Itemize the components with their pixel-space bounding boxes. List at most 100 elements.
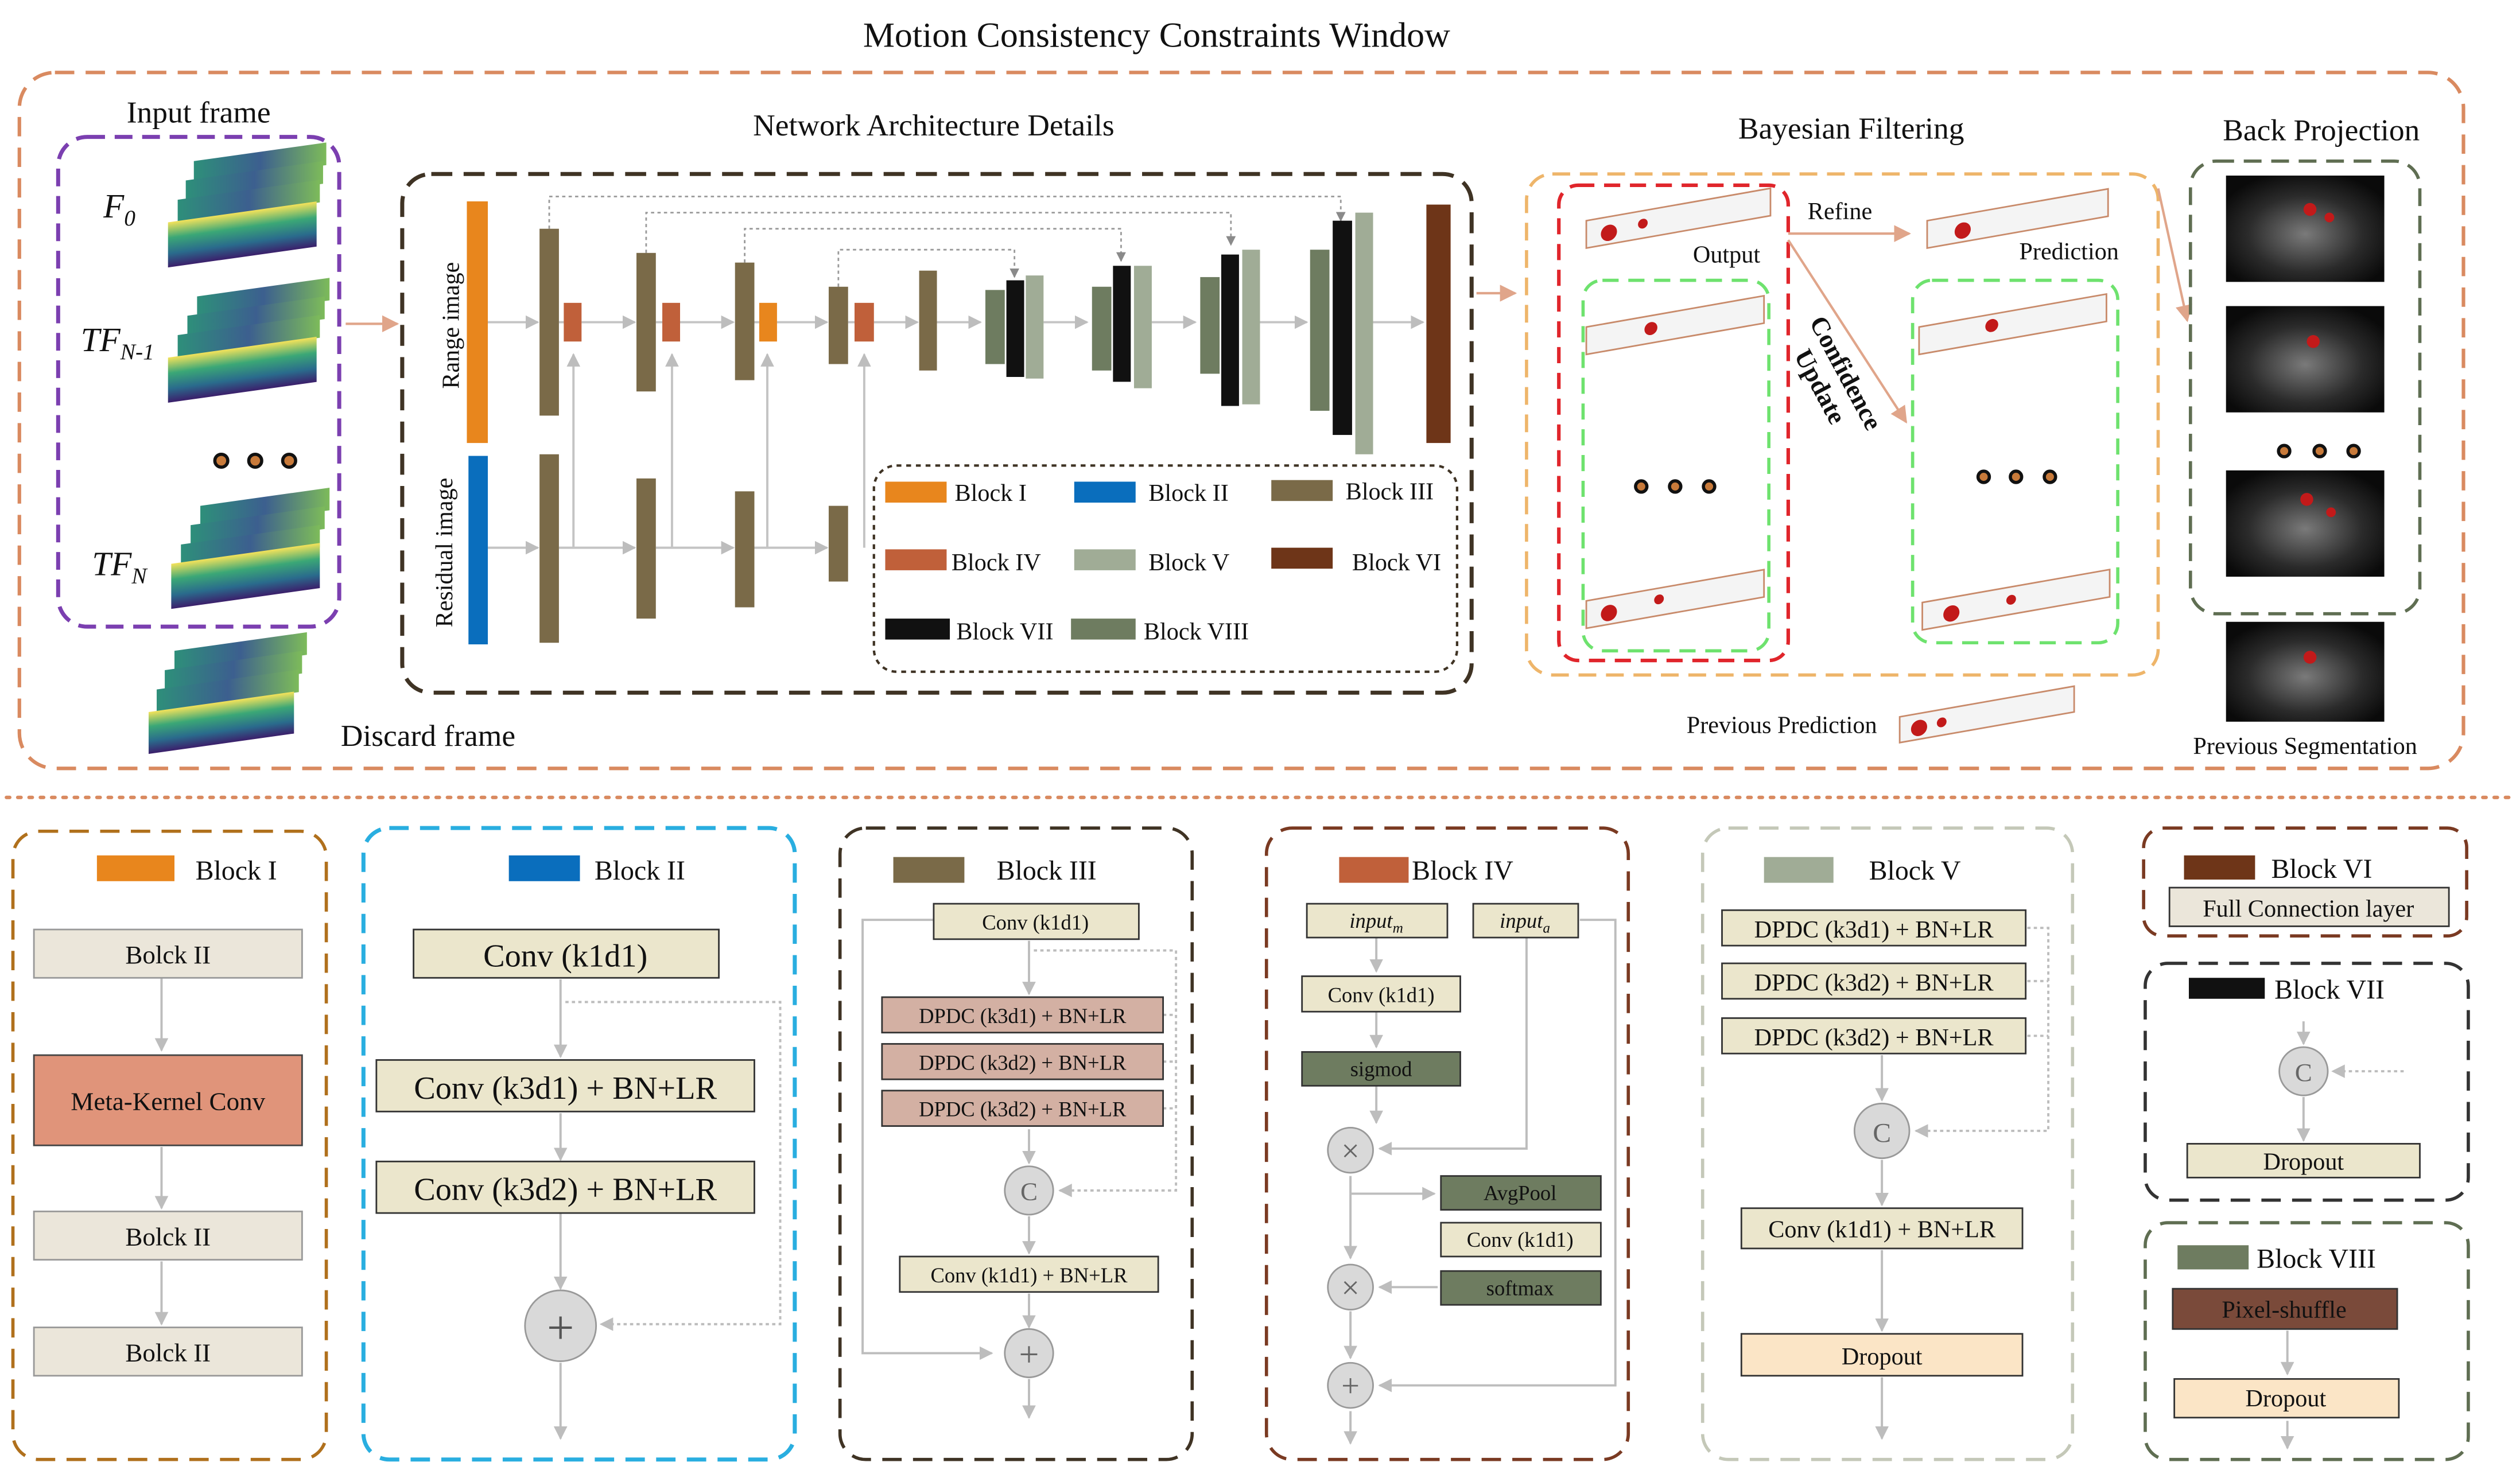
svg-text:Block VI: Block VI [1352,549,1441,576]
block-iv-avgpool: AvgPool [1440,1175,1602,1211]
frame-stack-tfn [171,488,330,609]
block-vii-concat-node: C [2278,1046,2329,1096]
block-v-concat-node: C [1853,1102,1911,1160]
range-image-label: Range image [437,262,464,389]
decoder-block-v-1 [1026,275,1044,379]
block-v-title: Block V [1869,855,1961,886]
projection-ellipsis [2277,444,2361,458]
legend-item-block-i: Block I [885,480,1027,507]
block-iii-add-node: + [1004,1328,1054,1378]
decoder-block-v-4 [1355,212,1373,454]
svg-text:sigmod: sigmod [1350,1057,1412,1081]
block-i-box-1: Bolck II [33,928,303,979]
block-ii-panel: Block II Conv (k1d1) Conv (k3d1) + BN+LR… [361,826,797,1462]
frame-label-tfn: TFN [92,545,148,588]
frame-stack-f0 [168,142,327,268]
block-viii-panel: Block VIII Pixel-shuffle Dropout [2144,1221,2470,1461]
block-iv-input-m: inputm [1306,903,1449,939]
confidence-update-label: Confidence Update [1789,311,1888,434]
input-frame-heading: Input frame [127,95,271,129]
svg-text:Conv (k1d1): Conv (k1d1) [1467,1228,1574,1251]
previous-prediction-label: Previous Prediction [1687,712,1877,739]
svg-text:inputa: inputa [1500,909,1550,936]
block-iii-swatch [893,857,965,883]
svg-text:DPDC (k3d2) + BN+LR: DPDC (k3d2) + BN+LR [919,1098,1127,1121]
block-viii-swatch [2177,1245,2249,1270]
block-v-conv-bn: Conv (k1d1) + BN+LR [1740,1207,2024,1250]
block-i-meta-kernel-box: Meta-Kernel Conv [33,1054,303,1146]
prediction-group-box [1911,278,2119,645]
svg-text:AvgPool: AvgPool [1484,1181,1556,1205]
block-iv-panel: Block IV inputm inputa Conv (k1d1) sigmo… [1264,826,1630,1461]
svg-text:Block VII: Block VII [956,619,1053,645]
range-block-iii-1 [539,228,559,416]
range-block-iii-4 [828,286,848,364]
block-iii-dpdc-3: DPDC (k3d2) + BN+LR [881,1090,1164,1127]
svg-text:Full Connection layer: Full Connection layer [2203,896,2414,923]
projection-image-2 [2226,306,2385,413]
network-architecture-panel: Network Architecture Details Range image… [400,108,1517,695]
svg-text:DPDC (k3d2) + BN+LR: DPDC (k3d2) + BN+LR [1754,1024,1994,1051]
output-label: Output [1693,242,1761,269]
block-vi-panel: Block VI Full Connection layer [2142,826,2468,938]
network-heading: Network Architecture Details [753,108,1115,142]
projection-image-1 [2226,176,2385,282]
block-vii-swatch [2188,978,2265,999]
decoder-block-viii-2 [1092,286,1112,371]
block-iv-sigmod: sigmod [1301,1051,1461,1087]
network-box [400,172,1474,695]
prediction-thumb-3 [1921,568,2111,631]
bayes-arrows [1787,188,2192,424]
block-viii-title: Block VIII [2257,1244,2376,1274]
frame-label-f0: F0 [103,187,135,231]
motion-window-frame [17,71,2465,771]
prediction-label: Prediction [2019,238,2118,265]
svg-text:Block II: Block II [1148,480,1229,507]
decoder-block-viii-3 [1200,277,1220,374]
back-projection-heading: Back Projection [2223,112,2420,147]
block-vi-fc-box: Full Connection layer [2168,886,2450,927]
svg-text:Conv (k1d1): Conv (k1d1) [1328,983,1435,1006]
block-i-box-3: Bolck II [33,1210,303,1261]
block-vi-swatch [2184,855,2255,880]
block-ii-title: Block II [595,855,685,886]
decoder-block-v-2 [1133,266,1152,388]
svg-text:DPDC (k3d1) + BN+LR: DPDC (k3d1) + BN+LR [1754,916,1994,943]
residual-block-iii-4 [828,505,848,582]
decoder-block-vii-2 [1113,266,1131,382]
block-ii-conv-k3d2: Conv (k3d2) + BN+LR [375,1160,755,1214]
block-iv-conv-k1d1-2: Conv (k1d1) [1440,1222,1602,1258]
svg-text:Conv (k1d1): Conv (k1d1) [483,939,647,974]
prediction-ellipsis [1976,469,2057,484]
svg-text:×: × [1341,1133,1360,1169]
svg-text:Block I: Block I [955,480,1027,507]
output-ellipsis [1634,479,1717,494]
decoder-block-viii-1 [985,290,1005,364]
range-image-block-i [467,201,488,444]
block-iv-add-node: + [1327,1362,1374,1409]
svg-text:Block IV: Block IV [952,549,1041,576]
block-vii-dropout: Dropout [2186,1143,2421,1179]
previous-segmentation-label: Previous Segmentation [2193,733,2417,760]
svg-text:Conv (k3d1) + BN+LR: Conv (k3d1) + BN+LR [414,1071,717,1106]
input-frame-box [56,135,341,629]
block-i-title: Block I [196,855,277,886]
decoder-block-vii-4 [1333,220,1352,435]
block-ii-swatch [508,855,580,881]
block-i-box-4: Bolck II [33,1327,303,1377]
bayesian-filtering-panel: Bayesian Filtering Output Refine Predict… [1525,111,2192,744]
legend-item-block-viii: Block VIII [1071,619,1249,645]
block-iv-input-a: inputa [1472,903,1579,939]
block-iv-mul-node-2: × [1327,1263,1374,1311]
residual-block-iii-1 [539,454,559,643]
output-group-box [1557,183,1791,663]
svg-text:Conv (k3d2) + BN+LR: Conv (k3d2) + BN+LR [414,1172,717,1208]
bayes-box [1525,172,2160,677]
frame-label-tfn1: TFN-1 [81,321,154,364]
block-v-dpdc-1: DPDC (k3d1) + BN+LR [1721,909,2027,947]
svg-text:×: × [1341,1270,1360,1306]
block-iii-title: Block III [997,855,1097,886]
svg-text:Dropout: Dropout [1842,1343,1923,1370]
block-iv-title: Block IV [1412,855,1513,886]
